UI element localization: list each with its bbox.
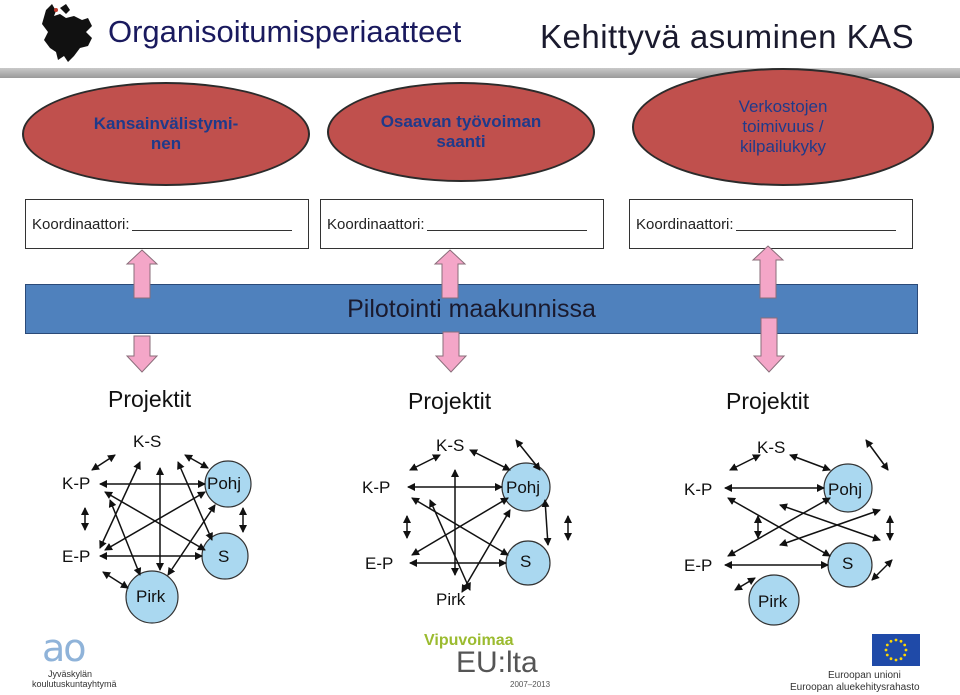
- pink-up-arrow: [125, 245, 785, 299]
- jyvaskyla-line1: Jyväskylän: [48, 669, 93, 679]
- coordinator-box-2: Koordinaattori:: [320, 199, 604, 249]
- coordinator-blank-line: [426, 218, 587, 231]
- vipuvoimaa-line3: 2007–2013: [510, 680, 551, 689]
- vipuvoimaa-logo: Vipuvoimaa EU:lta 2007–2013: [420, 632, 560, 692]
- coordinator-label: Koordinaattori:: [32, 215, 130, 233]
- topic-label: Verkostojen toimivuus / kilpailukyky: [738, 97, 828, 156]
- topic-network-competitiveness: Verkostojen toimivuus / kilpailukyky: [632, 68, 934, 186]
- coordinator-label: Koordinaattori:: [636, 215, 734, 233]
- pink-down-arrow: [125, 317, 786, 373]
- topic-label: Osaavan työvoiman saanti: [380, 112, 542, 151]
- project-name: Kehittyvä asuminen KAS: [540, 18, 915, 55]
- node-pohj: Pohj: [828, 480, 863, 499]
- eu-line2: Euroopan aluekehitysrahasto: [790, 682, 920, 693]
- projects-title-1: Projektit: [108, 386, 192, 412]
- node-ks: K-S: [757, 438, 786, 457]
- coordinator-blank-line: [735, 218, 896, 231]
- coordinator-box-1: Koordinaattori:: [25, 199, 309, 249]
- ao-logo-mark: ao: [42, 626, 87, 670]
- page-title: Organisoitumisperiaatteet: [108, 14, 462, 49]
- header-divider: [0, 68, 960, 78]
- node-pohj: Pohj: [506, 478, 541, 497]
- capercaillie-logo-icon: [36, 2, 98, 66]
- node-pirk: Pirk: [758, 592, 788, 611]
- node-pirk: Pirk: [136, 587, 166, 606]
- coordinator-box-3: Koordinaattori:: [629, 199, 913, 249]
- coordinator-blank-line: [131, 218, 292, 231]
- topic-skilled-workforce: Osaavan työvoiman saanti: [327, 82, 595, 182]
- eu-line1: Euroopan unioni: [828, 670, 901, 681]
- node-kp: K-P: [62, 474, 91, 493]
- node-kp: K-P: [362, 478, 391, 497]
- topic-internationalization: Kansainvälistymi- nen: [22, 82, 310, 186]
- project-network-2: [403, 439, 572, 593]
- node-ep: E-P: [684, 556, 713, 575]
- pilot-label: Pilotointi maakunnissa: [347, 294, 596, 323]
- coordinator-label: Koordinaattori:: [327, 215, 425, 233]
- node-ep: E-P: [365, 554, 394, 573]
- projects-title-3: Projektit: [726, 388, 810, 414]
- vipuvoimaa-line1: Vipuvoimaa: [424, 632, 514, 649]
- node-ep: E-P: [62, 547, 91, 566]
- vipuvoimaa-line2: EU:lta: [456, 646, 538, 679]
- node-s: S: [842, 554, 854, 573]
- node-s: S: [520, 552, 532, 571]
- node-kp: K-P: [684, 480, 713, 499]
- projects-title-2: Projektit: [408, 388, 492, 414]
- jyvaskyla-logo: ao Jyväskylän koulutuskuntayhtymä: [30, 626, 150, 690]
- topic-label: Kansainvälistymi- nen: [93, 114, 239, 153]
- node-pirk: Pirk: [436, 590, 466, 609]
- node-ks: K-S: [436, 436, 465, 455]
- jyvaskyla-line2: koulutuskuntayhtymä: [32, 679, 117, 689]
- node-pohj: Pohj: [207, 474, 242, 493]
- project-network-1: [81, 454, 252, 624]
- node-s: S: [218, 547, 230, 566]
- project-network-3: [724, 439, 894, 626]
- eu-flag-icon: [872, 634, 920, 666]
- node-ks: K-S: [133, 432, 162, 451]
